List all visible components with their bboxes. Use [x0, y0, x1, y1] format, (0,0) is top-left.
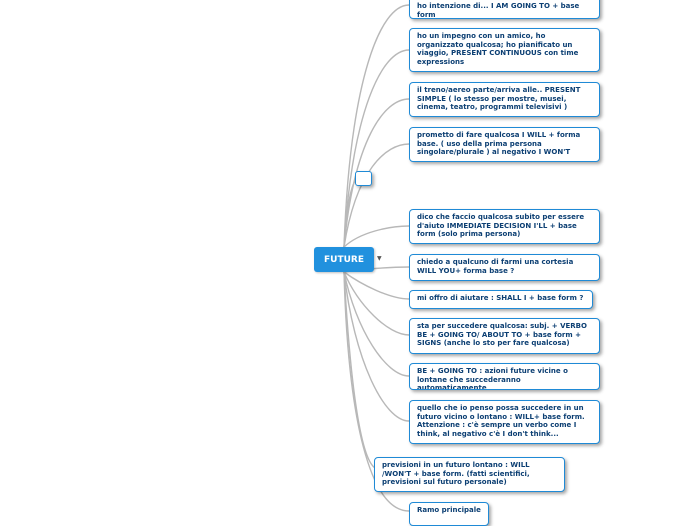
- topic-label: prometto di fare qualcosa I WILL + forma…: [417, 131, 581, 157]
- central-topic[interactable]: FUTURE: [314, 247, 374, 272]
- topic-going-to-automatic[interactable]: BE + GOING TO : azioni future vicine o l…: [409, 363, 600, 390]
- topic-present-continuous[interactable]: ho un impegno con un amico, ho organizza…: [409, 28, 600, 72]
- connector-line: [343, 271, 410, 422]
- fold-marker-icon[interactable]: ▼: [377, 255, 382, 262]
- connector-line: [343, 271, 410, 377]
- topic-label: previsioni in un futuro lontano : WILL /…: [382, 461, 530, 487]
- topic-label: BE + GOING TO : azioni future vicine o l…: [417, 367, 568, 390]
- topic-label: il treno/aereo parte/arriva alle.. PRESE…: [417, 86, 581, 112]
- connector-line: [343, 179, 357, 248]
- topic-main-branch[interactable]: Ramo principale: [409, 502, 489, 526]
- central-topic-label: FUTURE: [324, 254, 364, 265]
- topic-predictions-far-future[interactable]: previsioni in un futuro lontano : WILL /…: [374, 457, 565, 492]
- topic-will-promise[interactable]: prometto di fare qualcosa I WILL + forma…: [409, 127, 600, 162]
- topic-label: Ramo principale: [417, 506, 481, 514]
- topic-immediate-decision[interactable]: dico che faccio qualcosa subito per esse…: [409, 209, 600, 244]
- topic-present-simple[interactable]: il treno/aereo parte/arriva alle.. PRESE…: [409, 82, 600, 117]
- topic-label: dico che faccio qualcosa subito per esse…: [417, 213, 585, 239]
- topic-label: quello che io penso possa succedere in u…: [417, 404, 585, 438]
- topic-label: ho intenzione di... I AM GOING TO + base…: [417, 2, 580, 19]
- connector-line: [343, 143, 410, 248]
- topic-label: sta per succedere qualcosa: subj. + VERB…: [417, 322, 587, 348]
- topic-shall-i-offer[interactable]: mi offro di aiutare : SHALL I + base for…: [409, 290, 593, 309]
- connector-line: [343, 271, 410, 336]
- topic-going-to-intention[interactable]: ho intenzione di... I AM GOING TO + base…: [409, 0, 600, 19]
- topic-about-to-signs[interactable]: sta per succedere qualcosa: subj. + VERB…: [409, 318, 600, 354]
- topic-label: mi offro di aiutare : SHALL I + base for…: [417, 294, 584, 302]
- connector-line: [343, 271, 410, 300]
- topic-will-you-request[interactable]: chiedo a qualcuno di farmi una cortesia …: [409, 254, 600, 281]
- empty-topic-node[interactable]: [355, 171, 372, 186]
- topic-will-opinion[interactable]: quello che io penso possa succedere in u…: [409, 400, 600, 444]
- connector-line: [343, 49, 410, 248]
- topic-label: chiedo a qualcuno di farmi una cortesia …: [417, 258, 574, 275]
- connector-line: [343, 271, 376, 469]
- topic-label: ho un impegno con un amico, ho organizza…: [417, 32, 579, 66]
- connector-line: [343, 225, 410, 248]
- connector-line: [343, 4, 410, 248]
- connector-line: [343, 271, 410, 512]
- connector-line: [343, 98, 410, 248]
